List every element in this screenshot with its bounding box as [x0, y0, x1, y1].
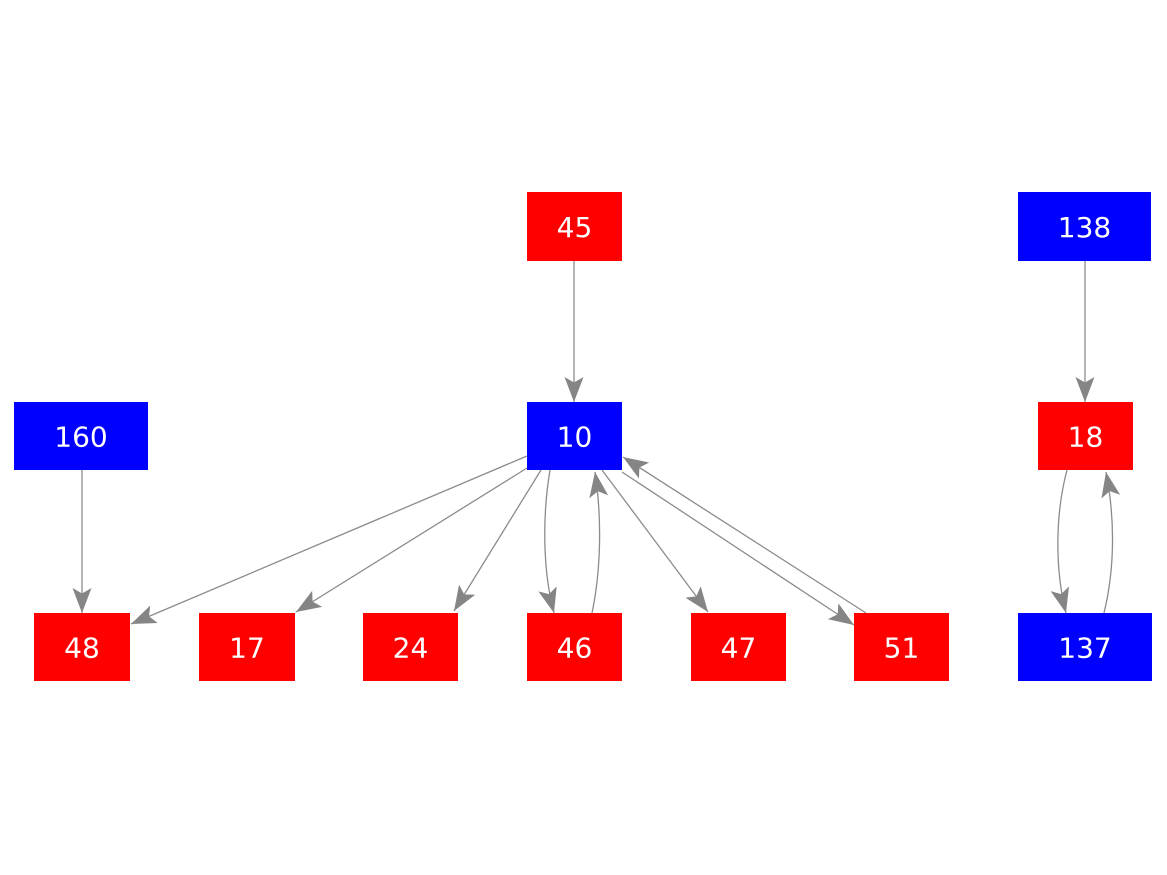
- node-51-box: [854, 613, 949, 681]
- node-137-label: 137: [1058, 632, 1111, 665]
- node-47: 47: [691, 613, 786, 681]
- node-18-box: [1038, 402, 1133, 470]
- node-17: 17: [199, 613, 295, 681]
- edge-51-10: [622, 456, 867, 614]
- edge-10-47: [601, 469, 709, 613]
- edge-10-51: [621, 471, 855, 626]
- node-46: 46: [527, 613, 622, 681]
- node-48-label: 48: [64, 632, 100, 665]
- node-17-box: [199, 613, 295, 681]
- node-48-box: [34, 613, 130, 681]
- edge-10-24: [453, 469, 542, 612]
- node-45-box: [527, 192, 622, 261]
- node-47-label: 47: [721, 632, 757, 665]
- edge-137-18: [1101, 471, 1121, 614]
- node-137-box: [1018, 613, 1152, 681]
- edge-18-137: [1050, 469, 1070, 614]
- edge-10-48: [130, 455, 528, 625]
- node-138-box: [1018, 192, 1151, 261]
- edges-layer: [72, 261, 1121, 626]
- nodes-layer: 45 138 160 10 18 48 17 24 46 47 51 137: [14, 192, 1152, 681]
- node-138-label: 138: [1058, 211, 1111, 244]
- node-24-label: 24: [393, 632, 429, 665]
- node-47-box: [691, 613, 786, 681]
- node-10-label: 10: [557, 421, 593, 454]
- node-46-box: [527, 613, 622, 681]
- node-17-label: 17: [229, 632, 265, 665]
- node-24-box: [363, 613, 458, 681]
- node-46-label: 46: [557, 632, 593, 665]
- node-51: 51: [854, 613, 949, 681]
- edge-46-10: [589, 471, 609, 614]
- node-160: 160: [14, 402, 148, 470]
- node-24: 24: [363, 613, 458, 681]
- node-137: 137: [1018, 613, 1152, 681]
- node-160-label: 160: [54, 421, 107, 454]
- node-51-label: 51: [884, 632, 920, 665]
- edge-10-46: [538, 469, 557, 614]
- node-138: 138: [1018, 192, 1151, 261]
- node-18: 18: [1038, 402, 1133, 470]
- node-10-box: [527, 402, 622, 470]
- edge-10-17: [295, 467, 528, 613]
- node-48: 48: [34, 613, 130, 681]
- node-18-label: 18: [1068, 421, 1104, 454]
- node-45: 45: [527, 192, 622, 261]
- node-160-box: [14, 402, 148, 470]
- node-10: 10: [527, 402, 622, 470]
- node-45-label: 45: [557, 211, 593, 244]
